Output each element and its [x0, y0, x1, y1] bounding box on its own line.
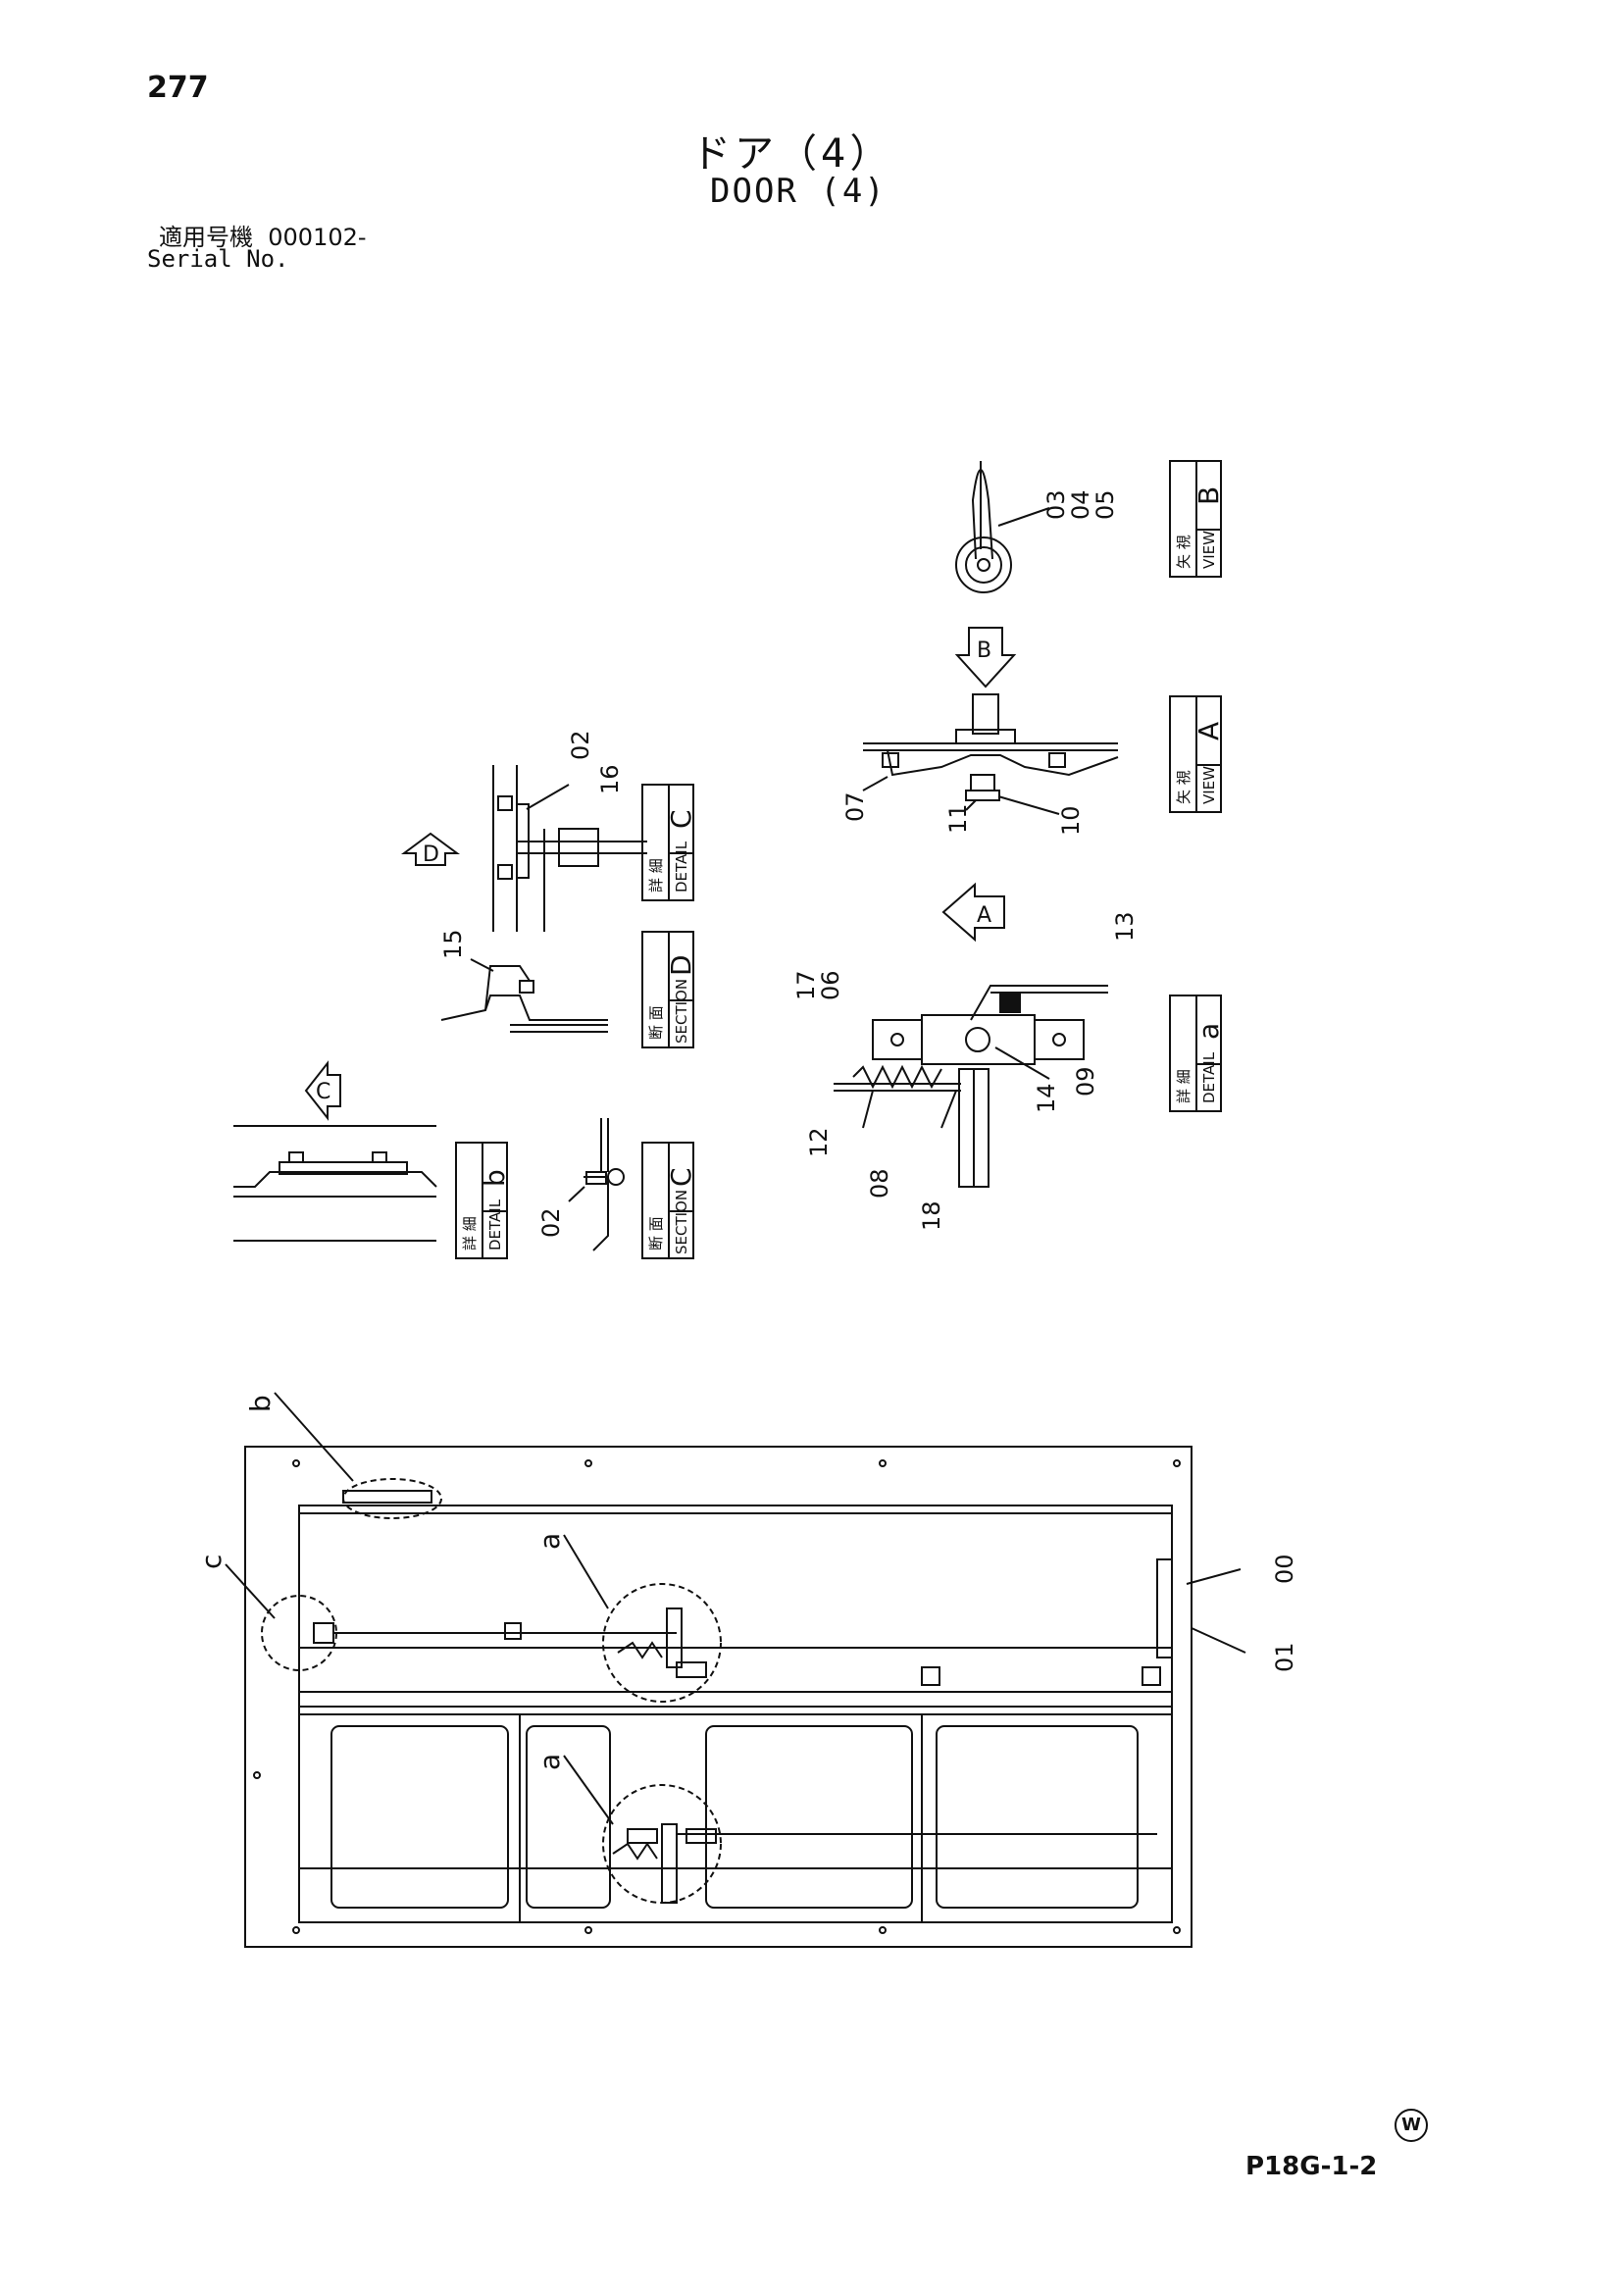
part-16: 16 [596, 764, 624, 794]
detail-a-letter: a [1193, 1023, 1225, 1040]
part-14: 14 [1033, 1083, 1060, 1113]
latch-detail-a [834, 985, 1108, 1188]
view-b-letter: B [1193, 486, 1225, 505]
page-title-english: DOOR (4) [710, 172, 887, 211]
callout-b: b [244, 1395, 277, 1412]
leader-lines [225, 1392, 1246, 1825]
serial-label-english: Serial No. [147, 245, 289, 273]
callout-a-upper: a [533, 1533, 566, 1550]
part-11: 11 [944, 803, 972, 834]
part-number-labels: 03 04 05 07 11 10 02 16 15 17 06 13 09 1… [439, 489, 1298, 1672]
part-00: 00 [1271, 1554, 1298, 1584]
latch-view-a [862, 693, 1119, 815]
section-d-jp: 断 面 [647, 1005, 665, 1040]
section-d-letter: D [665, 954, 697, 976]
hinge-detail-c [492, 765, 647, 932]
seal-section-d [440, 958, 608, 1033]
view-a-jp: 矢 視 [1175, 770, 1193, 804]
view-a-box [1169, 695, 1222, 813]
part-10: 10 [1057, 805, 1085, 836]
serial-line: 適用号機 000102- [159, 218, 367, 252]
seal-section-c [568, 1118, 625, 1251]
section-d-box [641, 931, 694, 1048]
detail-c-en: DETAIL [673, 841, 690, 893]
arrow-b-icon [954, 627, 1017, 689]
callout-c: c [195, 1555, 228, 1569]
arrow-c-letter: C [316, 1080, 330, 1104]
serial-value: 000102- [268, 224, 367, 251]
serial-label-japanese: 適用号機 [159, 224, 253, 251]
page-number: 277 [147, 71, 209, 105]
section-c-en: SECTION [673, 1190, 690, 1254]
detail-c-letter: C [665, 809, 697, 829]
detail-a-jp: 詳 細 [1175, 1069, 1193, 1103]
seal-detail-b [233, 1060, 437, 1242]
section-c-jp: 断 面 [647, 1216, 665, 1250]
view-box-labels: 矢 視 VIEW B 矢 視 VIEW A 詳 細 DETAIL a 詳 細 D… [461, 486, 1225, 1254]
callout-a-lower: a [533, 1754, 566, 1770]
view-a-letter: A [1193, 722, 1225, 740]
detail-b-letter: b [479, 1169, 511, 1187]
part-17: 17 [792, 970, 820, 1000]
part-04: 04 [1067, 489, 1094, 520]
w-mark: W [1395, 2109, 1428, 2142]
part-01: 01 [1271, 1642, 1298, 1672]
detail-a-en: DETAIL [1200, 1051, 1218, 1103]
view-b-jp: 矢 視 [1175, 535, 1193, 569]
part-03: 03 [1042, 489, 1070, 520]
part-15: 15 [439, 929, 467, 959]
detail-callout-letters: b c a a [195, 1395, 566, 1770]
detail-b-box [455, 1142, 508, 1259]
detail-c-jp: 詳 細 [647, 858, 665, 893]
part-07: 07 [841, 791, 869, 822]
arrow-letters: B A D C [316, 638, 991, 1104]
section-d-en: SECTION [673, 979, 690, 1044]
arrow-d-letter: D [423, 842, 439, 867]
drawing-code: P18G-1-2 [1245, 2152, 1378, 2181]
handle-view-b [955, 461, 1050, 593]
part-08: 08 [866, 1168, 893, 1199]
detail-a-box [1169, 995, 1222, 1112]
detail-b-jp: 詳 細 [461, 1216, 479, 1250]
page-title-japanese: ドア（4） [691, 131, 893, 177]
part-09: 09 [1072, 1066, 1099, 1097]
part-06: 06 [817, 970, 844, 1000]
detail-b-en: DETAIL [486, 1199, 504, 1250]
section-c-box [641, 1142, 694, 1259]
part-13: 13 [1111, 911, 1139, 942]
part-02-bottom: 02 [537, 1207, 565, 1238]
part-18: 18 [918, 1200, 945, 1231]
arrow-a-letter: A [977, 903, 991, 928]
door-assembly [244, 1446, 1193, 1948]
view-b-box [1169, 460, 1222, 578]
detail-c-box [641, 784, 694, 901]
part-05: 05 [1091, 489, 1119, 520]
part-02-top: 02 [567, 730, 594, 760]
arrow-a-icon [941, 882, 1005, 943]
part-12: 12 [805, 1127, 833, 1157]
arrow-b-letter: B [977, 638, 991, 663]
arrow-d-icon [400, 832, 461, 866]
section-c-letter: C [665, 1167, 697, 1187]
view-a-en: VIEW [1200, 766, 1218, 804]
view-b-en: VIEW [1200, 531, 1218, 569]
